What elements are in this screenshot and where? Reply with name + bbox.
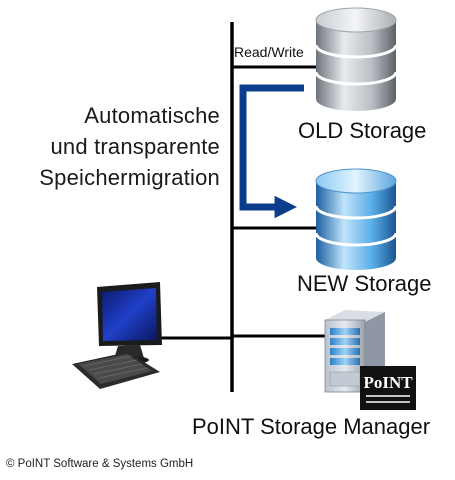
old-storage-label: OLD Storage — [298, 118, 427, 143]
point-logo: PoINT — [360, 366, 416, 410]
storage-manager-label: PoINT Storage Manager — [192, 414, 431, 439]
workstation-computer-icon — [72, 282, 162, 389]
old-storage-disk-icon — [314, 7, 398, 111]
new-storage-label: NEW Storage — [297, 271, 432, 296]
caption-line-2: und transparente — [50, 134, 220, 159]
migration-caption: Automatische und transparente Speichermi… — [0, 100, 220, 193]
copyright-notice: © PoINT Software & Systems GmbH — [6, 458, 194, 470]
migration-arrow — [239, 84, 304, 219]
new-storage-disk-icon — [314, 168, 398, 270]
read-write-label: Read/Write — [234, 44, 304, 60]
caption-line-3: Speichermigration — [39, 165, 220, 190]
logo-wordmark: PoINT — [363, 373, 413, 392]
caption-line-1: Automatische — [84, 103, 220, 128]
